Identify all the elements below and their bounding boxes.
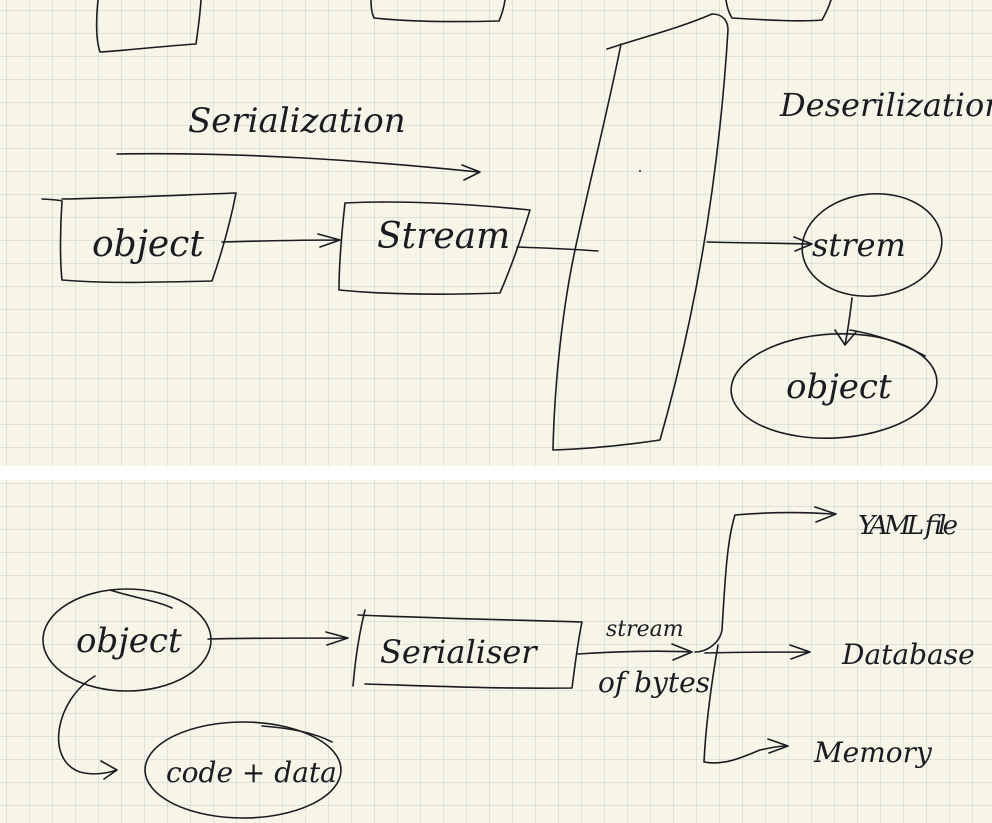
serializer-sketch: object code + data Serialiser stream of … — [42, 506, 975, 819]
object-to-stream-arrow — [221, 233, 341, 248]
object-to-code-arrow — [57, 675, 118, 780]
destination-yaml-file: YAML file — [858, 511, 958, 541]
of-bytes-label: of bytes — [598, 666, 710, 699]
stream-ellipse-label: strem — [812, 226, 906, 264]
serializer-box-label: Serialiser — [380, 633, 538, 671]
stream-to-wall-line — [516, 246, 599, 252]
object-ellipse-overlap — [109, 589, 173, 609]
split-bracket — [694, 506, 837, 653]
object-box-label: object — [92, 224, 204, 265]
wall-to-stream-arrow — [706, 236, 813, 252]
stream-box — [338, 201, 531, 296]
code-data-ellipse — [144, 721, 342, 819]
split-to-database-arrow — [704, 644, 811, 660]
partial-shape-middle — [370, 0, 506, 23]
object-box — [41, 192, 237, 284]
destination-memory: Memory — [813, 736, 933, 769]
object-to-serializer-arrow — [207, 631, 349, 646]
serializer-to-split-arrow — [577, 643, 693, 661]
serialization-arrow — [116, 152, 481, 181]
serialization-notes-page: Serialization Deserilization object Stre… — [0, 0, 992, 466]
stream-box-label: Stream — [377, 216, 510, 257]
transmission-wall — [552, 13, 729, 451]
deserialization-heading: Deserilization — [779, 86, 992, 124]
stream-label: stream — [606, 617, 684, 642]
object-ellipse-label: object — [786, 367, 892, 407]
partial-shape-right — [725, 0, 832, 22]
object-ellipse — [42, 588, 212, 692]
split-to-memory-arrow — [703, 644, 789, 764]
wall-dot — [639, 170, 641, 172]
serializer-box — [352, 609, 583, 689]
destination-database: Database — [841, 638, 975, 671]
stream-to-object-arrow — [834, 297, 926, 357]
stream-ellipse — [801, 192, 943, 298]
code-data-label: code + data — [166, 756, 337, 789]
serialization-sketch: Serialization Deserilization object Stre… — [41, 0, 992, 451]
object-ellipse — [730, 332, 938, 440]
code-data-ellipse-overlap — [261, 725, 333, 743]
serializer-notes-page: object code + data Serialiser stream of … — [0, 480, 992, 823]
serialization-heading: Serialization — [188, 101, 406, 141]
object-ellipse-label: object — [76, 621, 182, 661]
partial-shape-left — [95, 0, 202, 53]
page-separator — [0, 466, 992, 480]
